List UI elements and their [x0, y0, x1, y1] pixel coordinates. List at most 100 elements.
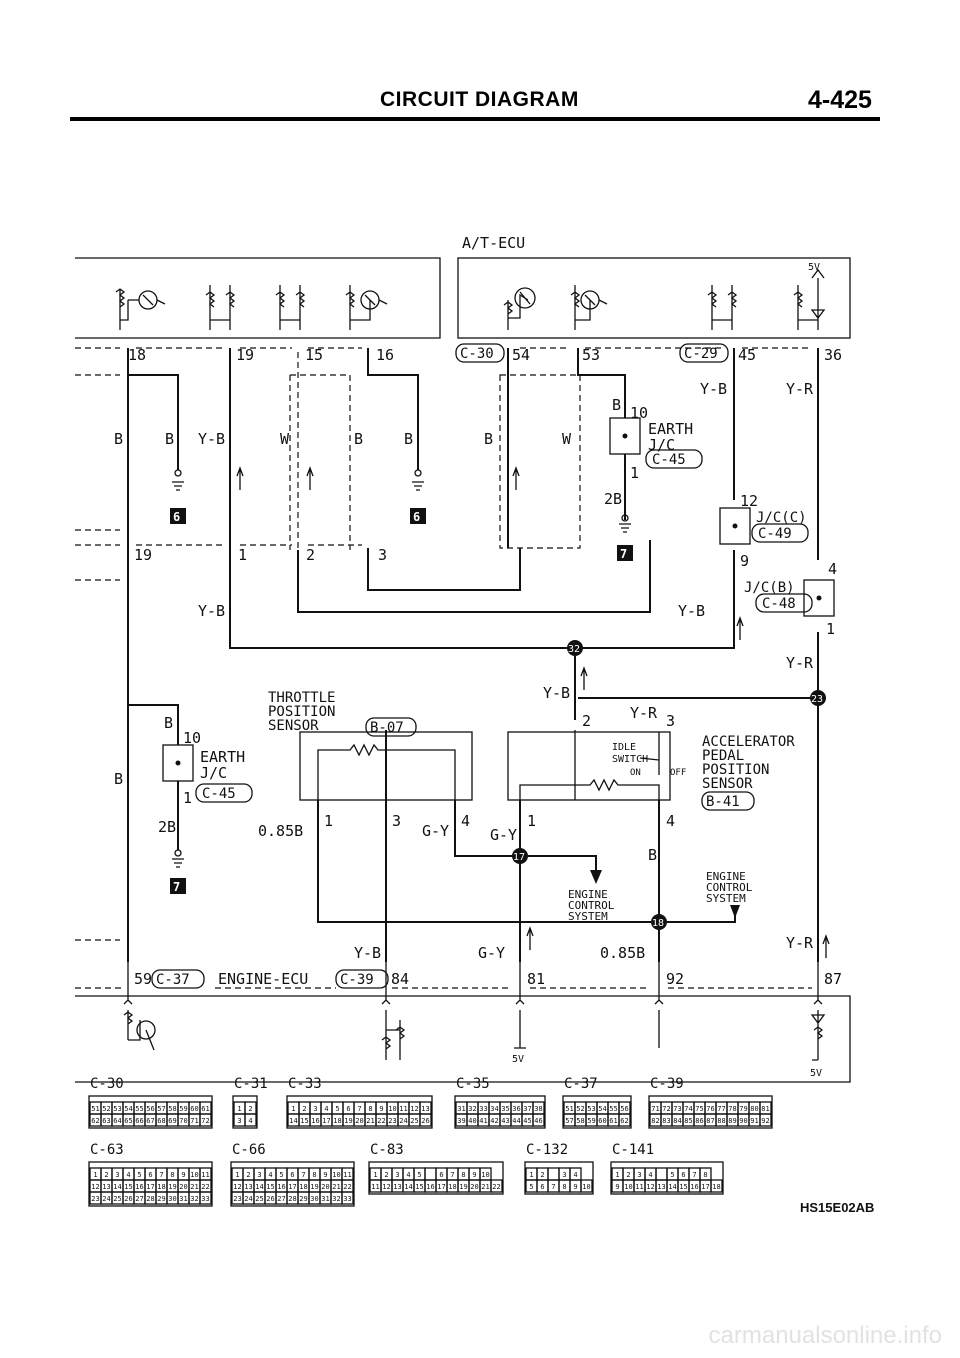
- connector-pin-number: 40: [468, 1117, 476, 1125]
- connector-pin-number: 60: [598, 1117, 606, 1125]
- figure-code: HS15E02AB: [800, 1200, 874, 1215]
- connector-pin-number: 18: [333, 1117, 341, 1125]
- connector-pin-number: 23: [388, 1117, 396, 1125]
- splices: 32 23 17 18: [512, 640, 826, 930]
- connector-pin-number: 16: [690, 1183, 698, 1191]
- ecs1-line1: ENGINE: [568, 888, 608, 901]
- connector-pin-number: 46: [534, 1117, 542, 1125]
- connector-pin-cell: [580, 1179, 593, 1193]
- connector-pin-number: 56: [146, 1105, 154, 1113]
- earth-top-pin-10: 10: [630, 404, 648, 422]
- flow-arrows: [236, 466, 830, 958]
- connector-pin-number: 45: [523, 1117, 531, 1125]
- connector-pin-cell: [341, 1191, 354, 1205]
- connector-pin-number: 7: [301, 1171, 305, 1179]
- connector-pin-number: 23: [91, 1195, 99, 1203]
- connector-pin-number: 6: [148, 1171, 152, 1179]
- connector-pin-number: 17: [288, 1183, 296, 1191]
- connector-pin-cell: [419, 1113, 432, 1127]
- splice-23: 23: [811, 694, 823, 705]
- connector-pin-number: 51: [565, 1105, 573, 1113]
- top-pin-18: 18: [128, 346, 146, 364]
- connector-pin-number: 54: [124, 1105, 132, 1113]
- jc-c-junction: 12 9 J/C(C): [719, 492, 807, 570]
- connector-pin-number: 75: [695, 1105, 703, 1113]
- connector-pin-number: 5: [670, 1171, 674, 1179]
- connector-pin-cell: [655, 1167, 668, 1181]
- wire-w-2: W: [562, 430, 572, 448]
- connector-pin-number: 2: [540, 1171, 544, 1179]
- wire-b-9: B: [648, 846, 657, 864]
- bottom-pin-84: 84: [391, 970, 409, 988]
- wire-yb-4: Y-B: [678, 602, 705, 620]
- connector-pin-number: 71: [651, 1105, 659, 1113]
- connector-pin-number: 3: [395, 1171, 399, 1179]
- connector-pin-number: 3: [313, 1105, 317, 1113]
- connector-pin-number: 4: [324, 1105, 328, 1113]
- connector-pin-number: 35: [501, 1105, 509, 1113]
- connector-pin-number: 28: [146, 1195, 154, 1203]
- connector-pin-number: 31: [321, 1195, 329, 1203]
- wire-b-3: B: [354, 430, 363, 448]
- connector-face-label: C-66: [232, 1142, 266, 1158]
- connector-face-label: C-33: [288, 1076, 322, 1092]
- earth-junction-bottom: 10 1 EARTH J/C 7: [162, 729, 245, 894]
- connector-pin-number: 68: [157, 1117, 165, 1125]
- connector-pin-number: 10: [388, 1105, 396, 1113]
- connector-pin-number: 78: [728, 1105, 736, 1113]
- connector-pin-number: 33: [343, 1195, 351, 1203]
- connector-pin-number: 24: [102, 1195, 110, 1203]
- connector-pin-number: 10: [332, 1171, 340, 1179]
- connector-pin-number: 92: [761, 1117, 769, 1125]
- ecs1-line2: CONTROL: [568, 899, 615, 912]
- connector-pin-number: 61: [609, 1117, 617, 1125]
- wire-b-7: B: [164, 714, 173, 732]
- wire-yb-3: Y-B: [198, 602, 225, 620]
- top-pin-15: 15: [305, 346, 323, 364]
- connector-pin-number: 25: [410, 1117, 418, 1125]
- connector-pin-number: 9: [379, 1105, 383, 1113]
- connector-pin-number: 1: [93, 1171, 97, 1179]
- connector-pin-number: 13: [657, 1183, 665, 1191]
- connector-pin-number: 44: [512, 1117, 520, 1125]
- mid-pin-2: 2: [306, 546, 315, 564]
- connector-pin-number: 43: [501, 1117, 509, 1125]
- apps-line2: PEDAL: [702, 748, 744, 764]
- connector-face-label: C-132: [526, 1142, 568, 1158]
- page-title: CIRCUIT DIAGRAM: [380, 88, 579, 111]
- wire-yb-1: Y-B: [198, 430, 225, 448]
- connector-pin-number: 59: [587, 1117, 595, 1125]
- connector-pin-number: 23: [233, 1195, 241, 1203]
- connector-pin-number: 8: [368, 1105, 372, 1113]
- connector-pin-number: 87: [706, 1117, 714, 1125]
- jcb-label: J/C(B): [744, 580, 795, 596]
- engine-ecu-5v-1: 5V: [512, 1054, 524, 1065]
- top-pin-53: 53: [582, 346, 600, 364]
- connector-pin-number: 30: [168, 1195, 176, 1203]
- at-ecu-internal-symbols: [115, 268, 826, 330]
- ecs2-line2: CONTROL: [706, 881, 753, 894]
- top-pin-16: 16: [376, 346, 394, 364]
- wire-w-1: W: [280, 430, 290, 448]
- connector-pin-number: 26: [421, 1117, 429, 1125]
- connector-pin-number: 82: [651, 1117, 659, 1125]
- connector-pin-cell: [759, 1113, 772, 1127]
- connector-pin-number: 52: [576, 1105, 584, 1113]
- connector-pin-number: 3: [115, 1171, 119, 1179]
- earth-top-pin-1: 1: [630, 464, 639, 482]
- wire-2b-1: 2B: [604, 490, 622, 508]
- engine-control-system-2: ENGINE CONTROL SYSTEM: [706, 870, 753, 918]
- at-ecu-5v-label: 5V: [808, 262, 820, 273]
- connector-pin-number: 7: [450, 1171, 454, 1179]
- connector-pin-number: 20: [179, 1183, 187, 1191]
- connector-face-label: C-37: [564, 1076, 598, 1092]
- connector-pin-number: 11: [343, 1171, 351, 1179]
- connector-pin-number: 21: [481, 1183, 489, 1191]
- header-rule: [70, 117, 880, 121]
